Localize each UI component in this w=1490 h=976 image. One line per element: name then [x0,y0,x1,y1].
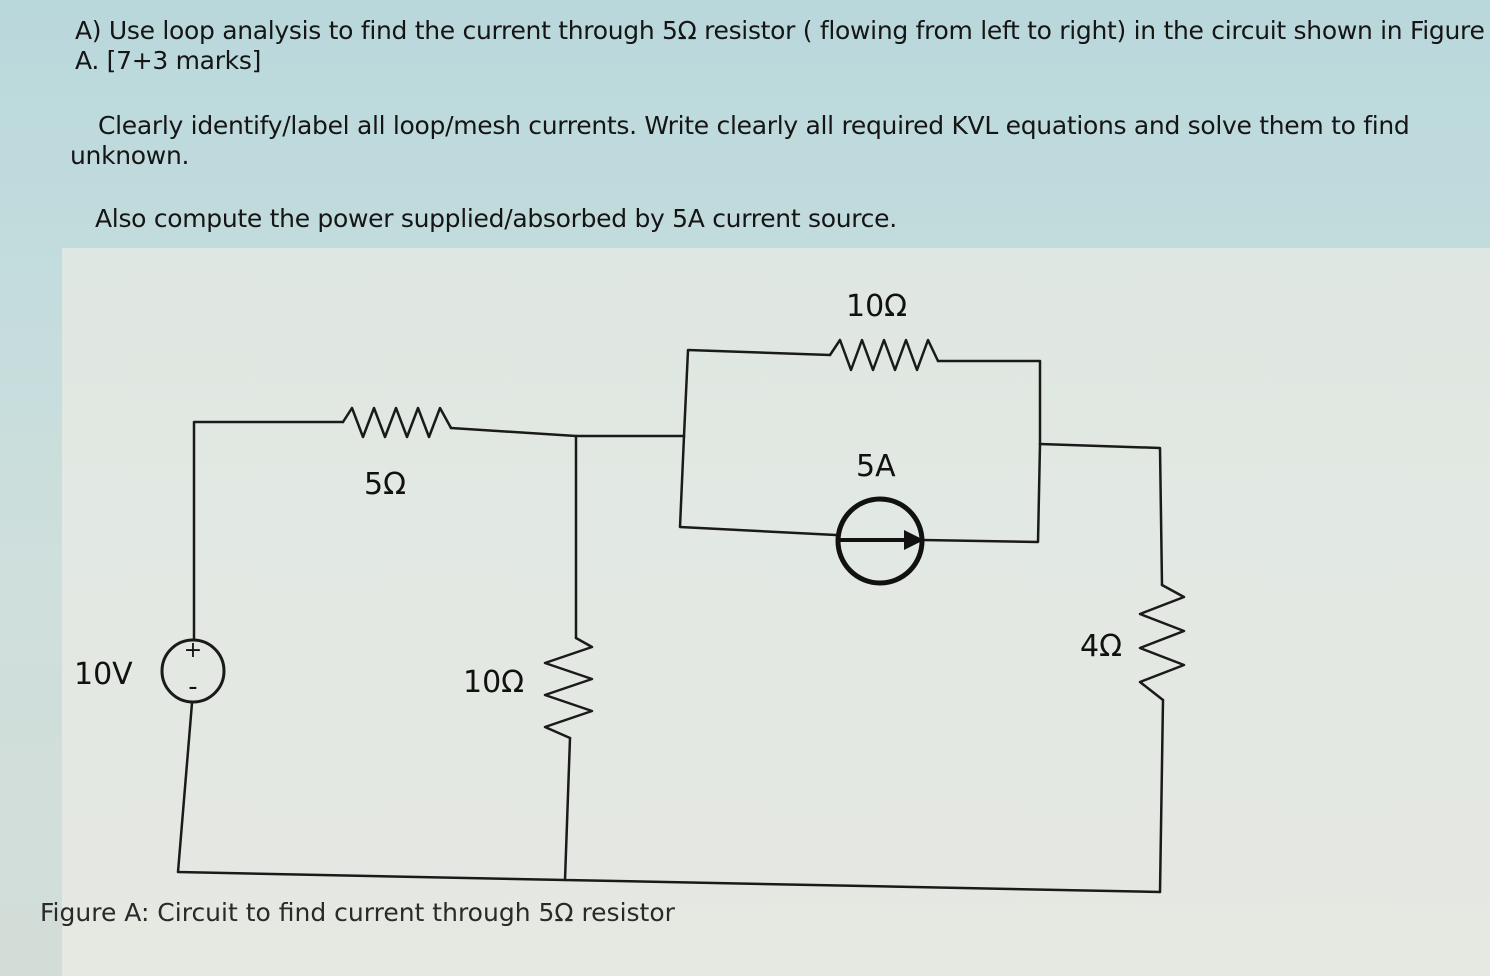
figure-panel [62,248,1490,976]
label-10ohm-shunt: 10Ω [463,665,524,700]
question-line-4: unknown. [70,141,190,170]
question-line-2: A. [7+3 marks] [75,46,262,75]
wire-5ohm-right [449,426,686,438]
resistor-4ohm [1138,583,1186,702]
label-10v: 10V [74,657,133,692]
current-arrow-icon [904,530,924,550]
wire-right-top [1038,442,1164,587]
voltage-source-10v: + - [160,638,226,704]
question-line-1: A) Use loop analysis to find the current… [75,16,1485,45]
current-source-5a [835,496,925,586]
resistor-10ohm-shunt [543,636,594,740]
wire-block-top-right [936,359,1042,446]
wire-mid-bottom [563,736,1162,894]
label-10ohm-top: 10Ω [846,289,907,324]
label-5ohm: 5Ω [364,467,406,502]
question-instructions: Clearly identify/label all loop/mesh cur… [70,111,1410,171]
wire-block-left-lower [678,434,838,537]
wire-right-bottom [1158,698,1165,894]
label-5a: 5A [856,449,896,484]
source-plus-sign: + [184,638,202,663]
wire-block-left [682,348,832,438]
figure-caption: Figure A: Circuit to find current throug… [40,898,675,927]
question-line-3: Clearly identify/label all loop/mesh cur… [98,111,1410,140]
question-heading: A) Use loop analysis to find the current… [75,16,1485,76]
wire-left-top [192,420,345,642]
wire-left-bottom [176,701,567,882]
resistor-5ohm [341,406,453,439]
source-minus-sign: - [188,672,197,702]
wire-block-lower-right [921,442,1042,544]
label-4ohm: 4Ω [1080,629,1122,664]
resistor-10ohm-top [828,338,940,372]
question-power: Also compute the power supplied/absorbed… [95,204,897,233]
